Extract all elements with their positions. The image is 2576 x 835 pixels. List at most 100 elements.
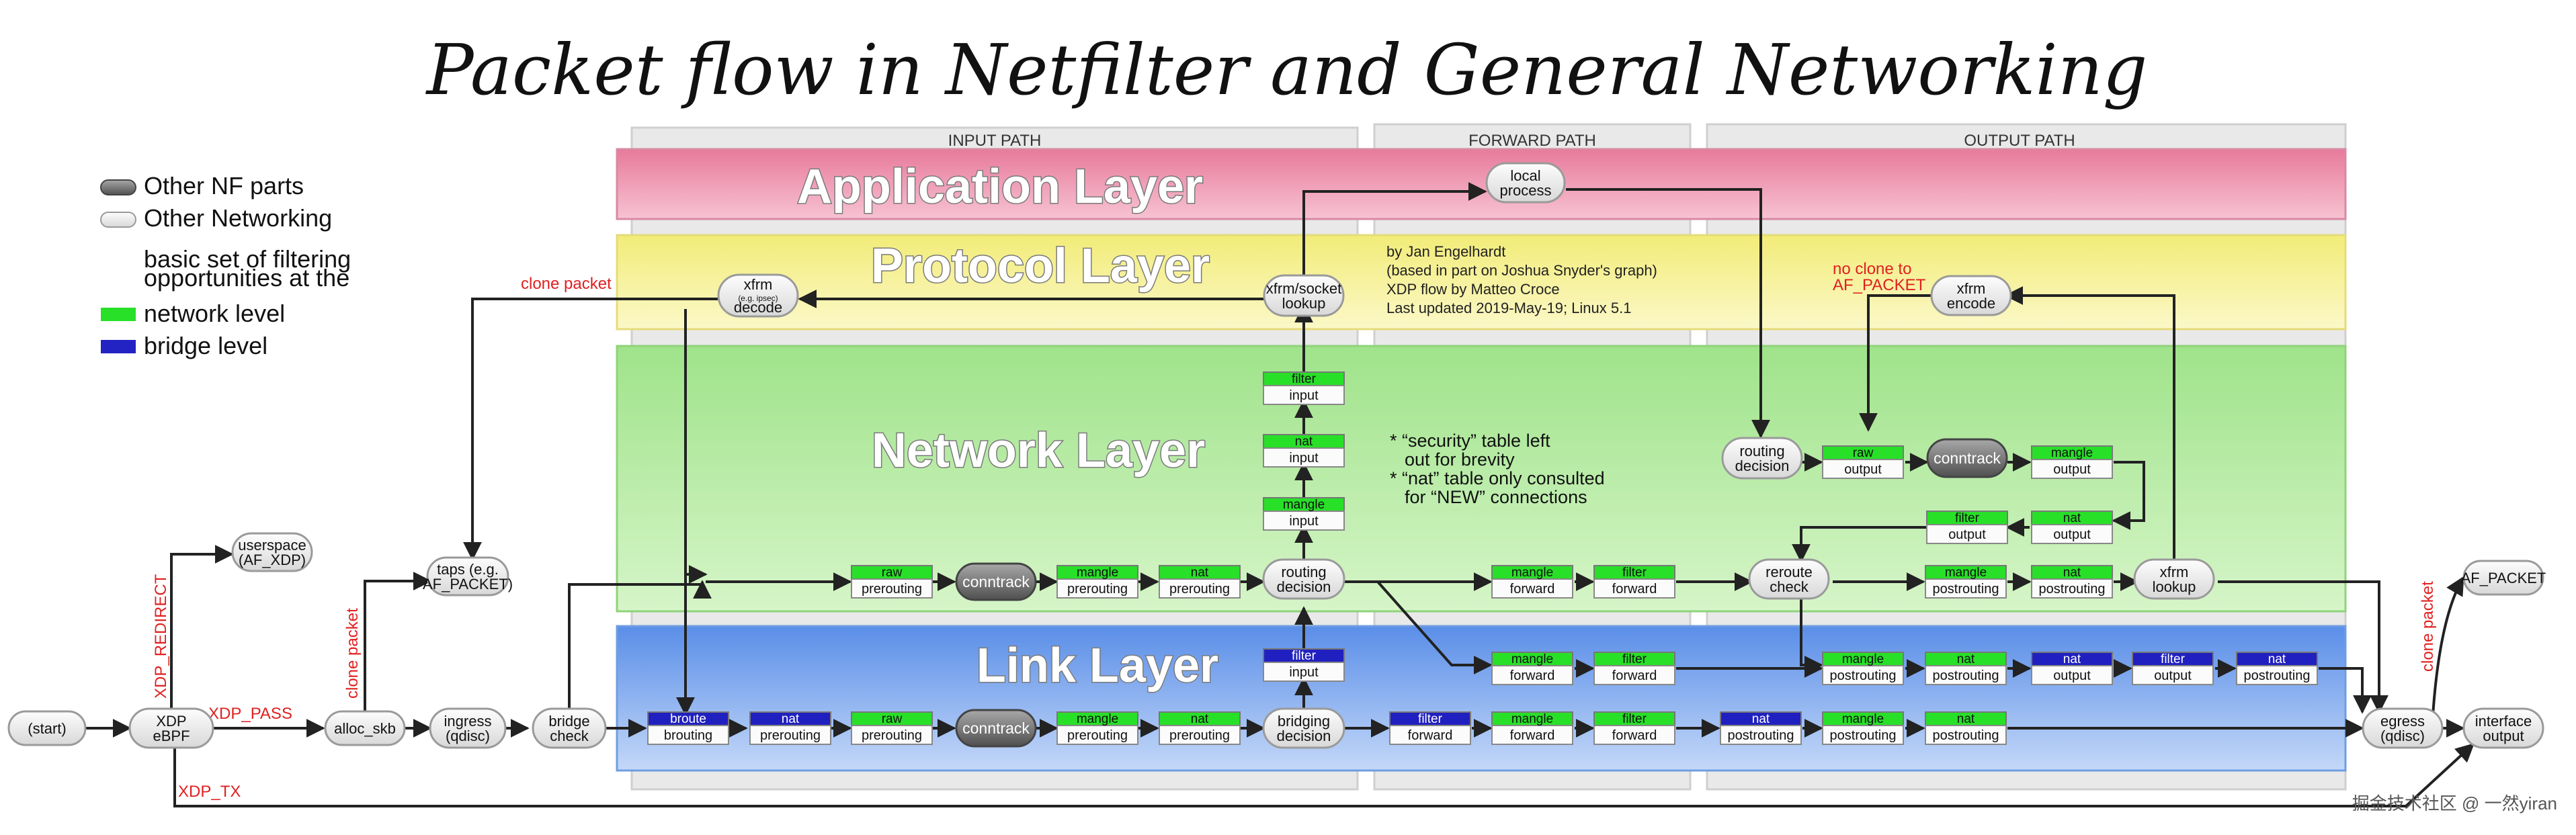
edge-label-xdp-tx: XDP_TX <box>178 783 241 801</box>
node-label: check <box>550 728 589 744</box>
node-label: lookup <box>2153 578 2196 595</box>
node-shape <box>955 709 1037 748</box>
chain-hook-box <box>1822 459 1904 479</box>
chain-table-label: filter <box>1292 649 1317 663</box>
node-shape <box>2362 707 2444 749</box>
path-label-input: INPUT PATH <box>948 132 1042 150</box>
node-egress: egress(qdisc) <box>2362 707 2444 749</box>
node-shape <box>128 707 214 749</box>
edge-label-clone-packet-left: clone packet <box>343 608 362 699</box>
credit-line4: Last updated 2019-May-19; Linux 5.1 <box>1386 300 1631 316</box>
legend-networking: Other Networking <box>144 204 332 232</box>
chain-table-label: filter <box>1292 372 1317 386</box>
chain-hook-box <box>1925 725 2007 745</box>
node-label: routing <box>1281 564 1326 580</box>
node-label: (qdisc) <box>446 728 490 744</box>
legend-basic-line1: basic set of filtering <box>144 245 351 273</box>
chain-hook-label: prerouting <box>1067 728 1128 743</box>
node-shape <box>717 273 799 318</box>
node-label: XDP <box>156 713 186 730</box>
node-label: conntrack <box>1934 449 2001 467</box>
chain-hook-box <box>2031 578 2113 599</box>
node-shape <box>324 710 406 746</box>
chain-hook-box <box>1593 725 1675 745</box>
node-label: conntrack <box>962 719 1030 737</box>
node-label: (qdisc) <box>2380 728 2425 744</box>
chain-hook-label: output <box>1844 462 1882 477</box>
node-label: taps (e.g. <box>437 561 499 578</box>
chain-hook-label: postrouting <box>1830 728 1897 743</box>
node-shape <box>1930 275 2012 316</box>
chain-hook-box <box>647 725 729 745</box>
node-label: output <box>2483 728 2524 744</box>
chain-table-label: filter <box>1622 712 1647 726</box>
chain-hook-box <box>1720 725 1802 745</box>
chain-hook-label: forward <box>1510 668 1555 683</box>
chain-table-label: mangle <box>1511 712 1553 726</box>
path-label-forward: FORWARD PATH <box>1468 132 1596 150</box>
layer-titles: Application Layer Protocol Layer Network… <box>796 159 1219 694</box>
node-shape <box>955 562 1037 601</box>
chain-hook-box <box>1263 385 1345 405</box>
chain-table-label: mangle <box>1945 566 1987 580</box>
node-label: decision <box>1277 578 1331 595</box>
node-label: AF_PACKET) <box>423 576 513 592</box>
chain-table-label: filter <box>1418 712 1443 726</box>
node-label: decision <box>1277 728 1331 744</box>
chain-hook-label: postrouting <box>2244 668 2311 683</box>
chain-hook-box <box>1593 578 1675 599</box>
chain-table-label: nat <box>1191 566 1209 580</box>
chain-table-label: filter <box>1955 511 1980 525</box>
chain-hook-label: brouting <box>664 728 712 743</box>
chain-table-label: nat <box>1957 712 1975 726</box>
notes: * “security” table left out for brevity … <box>1390 431 1605 507</box>
layer-title-application: Application Layer <box>797 160 1203 214</box>
node-shape <box>1926 438 2008 478</box>
credit-line1: by Jan Engelhardt <box>1386 243 1505 260</box>
node-shape <box>7 710 87 746</box>
node-shape <box>426 556 509 597</box>
node-shape <box>1262 558 1345 600</box>
chain-table-label: mangle <box>1511 652 1553 666</box>
chain-hook-label: input <box>1289 388 1319 403</box>
legend: Other NF parts Other Networking basic se… <box>100 172 351 359</box>
node-label: decode <box>734 299 782 316</box>
node-shape <box>532 707 607 749</box>
chain-table-label: nat <box>782 712 800 726</box>
chain-hook-box <box>2132 665 2214 685</box>
chain-table-label: nat <box>2063 566 2081 580</box>
note-line4: for “NEW” connections <box>1405 487 1587 507</box>
edge-label-clone-packet-right: clone packet <box>2419 581 2437 672</box>
node-label: process <box>1499 182 1551 199</box>
chain-hook-label: input <box>1289 514 1319 529</box>
chain-table-label: filter <box>2161 652 2186 666</box>
node-label: interface <box>2475 713 2532 730</box>
node-label: conntrack <box>962 573 1030 590</box>
chain-hook-label: postrouting <box>1933 582 1999 597</box>
node-ingress: ingress(qdisc) <box>429 707 507 749</box>
chain-hook-label: prerouting <box>1169 728 1230 743</box>
